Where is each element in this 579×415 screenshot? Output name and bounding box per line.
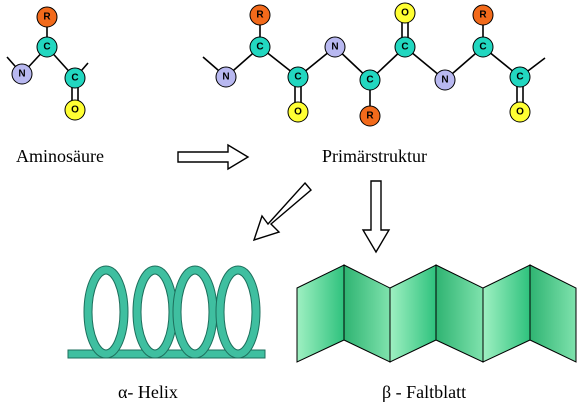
residue-atom: R [472,4,494,26]
svg-text:C: C [516,72,523,83]
svg-text:C: C [71,73,78,84]
carbon-atom: C [36,36,58,58]
svg-text:O: O [71,105,79,116]
svg-text:O: O [401,8,409,19]
svg-text:C: C [479,42,486,53]
carbon-atom: C [472,36,494,58]
svg-text:R: R [43,12,51,23]
nitrogen-atom: N [324,36,346,58]
svg-text:C: C [366,75,373,86]
carbon-atom: C [509,66,531,88]
svg-text:C: C [43,42,50,53]
nitrogen-atom: N [11,63,33,85]
svg-text:O: O [294,107,302,118]
primary-structure-chain: N C R C O N C R C O N C R C O [202,2,546,127]
residue-atom: R [36,6,58,28]
residue-atom: R [359,105,381,127]
amino-acid-label: Aminosäure [16,146,104,166]
oxygen-atom: O [394,2,416,24]
svg-text:C: C [294,72,301,83]
beta-sheet-label: β - Faltblatt [382,382,467,402]
oxygen-atom: O [509,101,531,123]
amino-acid-molecule: R C N C O [6,6,89,121]
arrow-down-left [252,181,312,242]
svg-text:C: C [256,42,263,53]
oxygen-atom: O [64,99,86,121]
carbon-atom: C [287,66,309,88]
svg-text:O: O [516,107,524,118]
svg-text:N: N [222,72,229,83]
alpha-helix-label: α- Helix [118,382,178,402]
svg-text:N: N [441,75,448,86]
svg-text:C: C [401,42,408,53]
carbon-atom: C [359,69,381,91]
residue-atom: R [249,4,271,26]
carbon-atom: C [64,67,86,89]
primary-structure-label: Primärstruktur [322,146,427,166]
nitrogen-atom: N [215,66,237,88]
svg-text:R: R [256,10,264,21]
carbon-atom: C [249,36,271,58]
svg-text:N: N [331,42,338,53]
svg-text:N: N [18,69,25,80]
alpha-helix [67,265,266,359]
oxygen-atom: O [287,101,309,123]
beta-sheet [296,264,577,363]
svg-text:R: R [366,111,374,122]
svg-text:R: R [479,10,487,21]
arrow-down [361,180,391,254]
nitrogen-atom: N [434,69,456,91]
arrow-right [177,143,250,171]
carbon-atom: C [394,36,416,58]
